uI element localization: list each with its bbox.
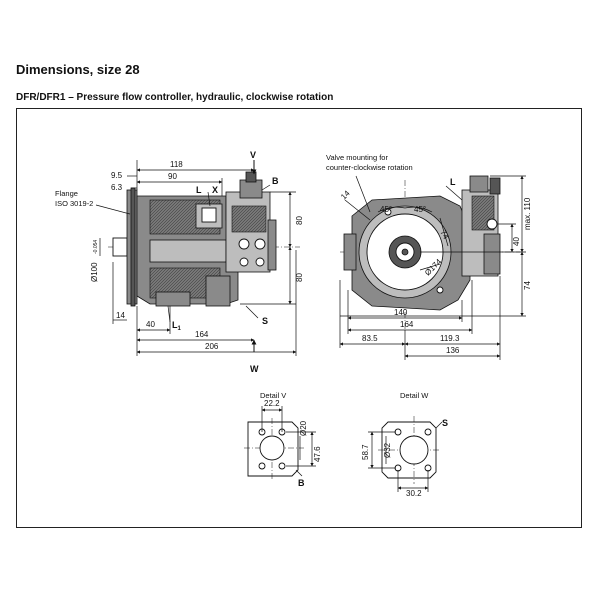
detail-v-port-b: B: [298, 478, 305, 488]
dim-90: 90: [168, 172, 177, 181]
dim-118: 118: [170, 160, 183, 169]
page-title: Dimensions, size 28: [16, 62, 140, 77]
detail-v-dim-20: Ø20: [299, 420, 308, 436]
front-port-l-label: L: [450, 177, 456, 187]
detail-w-dim-32: Ø32: [383, 442, 392, 458]
dim-14: 14: [116, 311, 125, 320]
front-dim-83-5: 83.5: [362, 334, 378, 343]
angle-45-a: 45°: [380, 205, 392, 214]
view-v-label: V: [250, 150, 256, 160]
detail-w-title: Detail W: [400, 391, 429, 400]
valve-mounting-note-line2: counter-clockwise rotation: [326, 163, 413, 172]
detail-v-dim-47-6: 47.6: [313, 446, 322, 462]
port-s-label: S: [262, 316, 268, 326]
detail-w-dim-30-2: 30.2: [406, 489, 422, 498]
front-dim-164: 164: [400, 320, 414, 329]
front-dim-14: 14: [339, 188, 352, 201]
front-dim-74: 74: [523, 281, 532, 290]
page-subtitle: DFR/DFR1 – Pressure flow controller, hyd…: [16, 92, 334, 103]
side-view: [95, 160, 300, 356]
valve-mounting-note-line1: Valve mounting for: [326, 153, 388, 162]
angle-45-b: 45°: [414, 205, 426, 214]
shaft-diameter: Ø100: [90, 262, 99, 282]
dim-max-110: max. 110: [523, 197, 532, 230]
view-w-label: W: [250, 364, 259, 374]
flange-label: Flange: [55, 189, 78, 198]
front-dim-119-3: 119.3: [440, 334, 460, 343]
drawing-frame: [16, 108, 582, 528]
detail-w-port-s: S: [442, 418, 448, 428]
port-x-label: X: [212, 185, 218, 195]
port-l1-label: L1: [172, 320, 182, 332]
front-dim-136: 136: [446, 346, 460, 355]
port-l-label: L: [196, 185, 202, 195]
dim-206: 206: [205, 342, 219, 351]
port-b-label: B: [272, 176, 279, 186]
dim-80-top: 80: [295, 216, 304, 225]
dim-6-3: 6.3: [111, 183, 123, 192]
front-dim-140: 140: [394, 308, 408, 317]
front-dim-40: 40: [512, 237, 521, 246]
detail-v-dim-22-2: 22.2: [264, 399, 280, 408]
dim-80-bottom: 80: [295, 273, 304, 282]
detail-v-title: Detail V: [260, 391, 286, 400]
drive-shaft: [112, 237, 128, 257]
detail-w-dim-58-7: 58.7: [361, 444, 370, 460]
detail-v: [244, 406, 316, 480]
front-view: [339, 175, 526, 360]
detail-w: [368, 416, 443, 492]
dim-9-5: 9.5: [111, 171, 123, 180]
dim-164: 164: [195, 330, 209, 339]
flange-standard-label: ISO 3019-2: [55, 199, 93, 208]
shaft-tolerance: -0.054: [93, 240, 99, 254]
dim-40: 40: [146, 320, 155, 329]
